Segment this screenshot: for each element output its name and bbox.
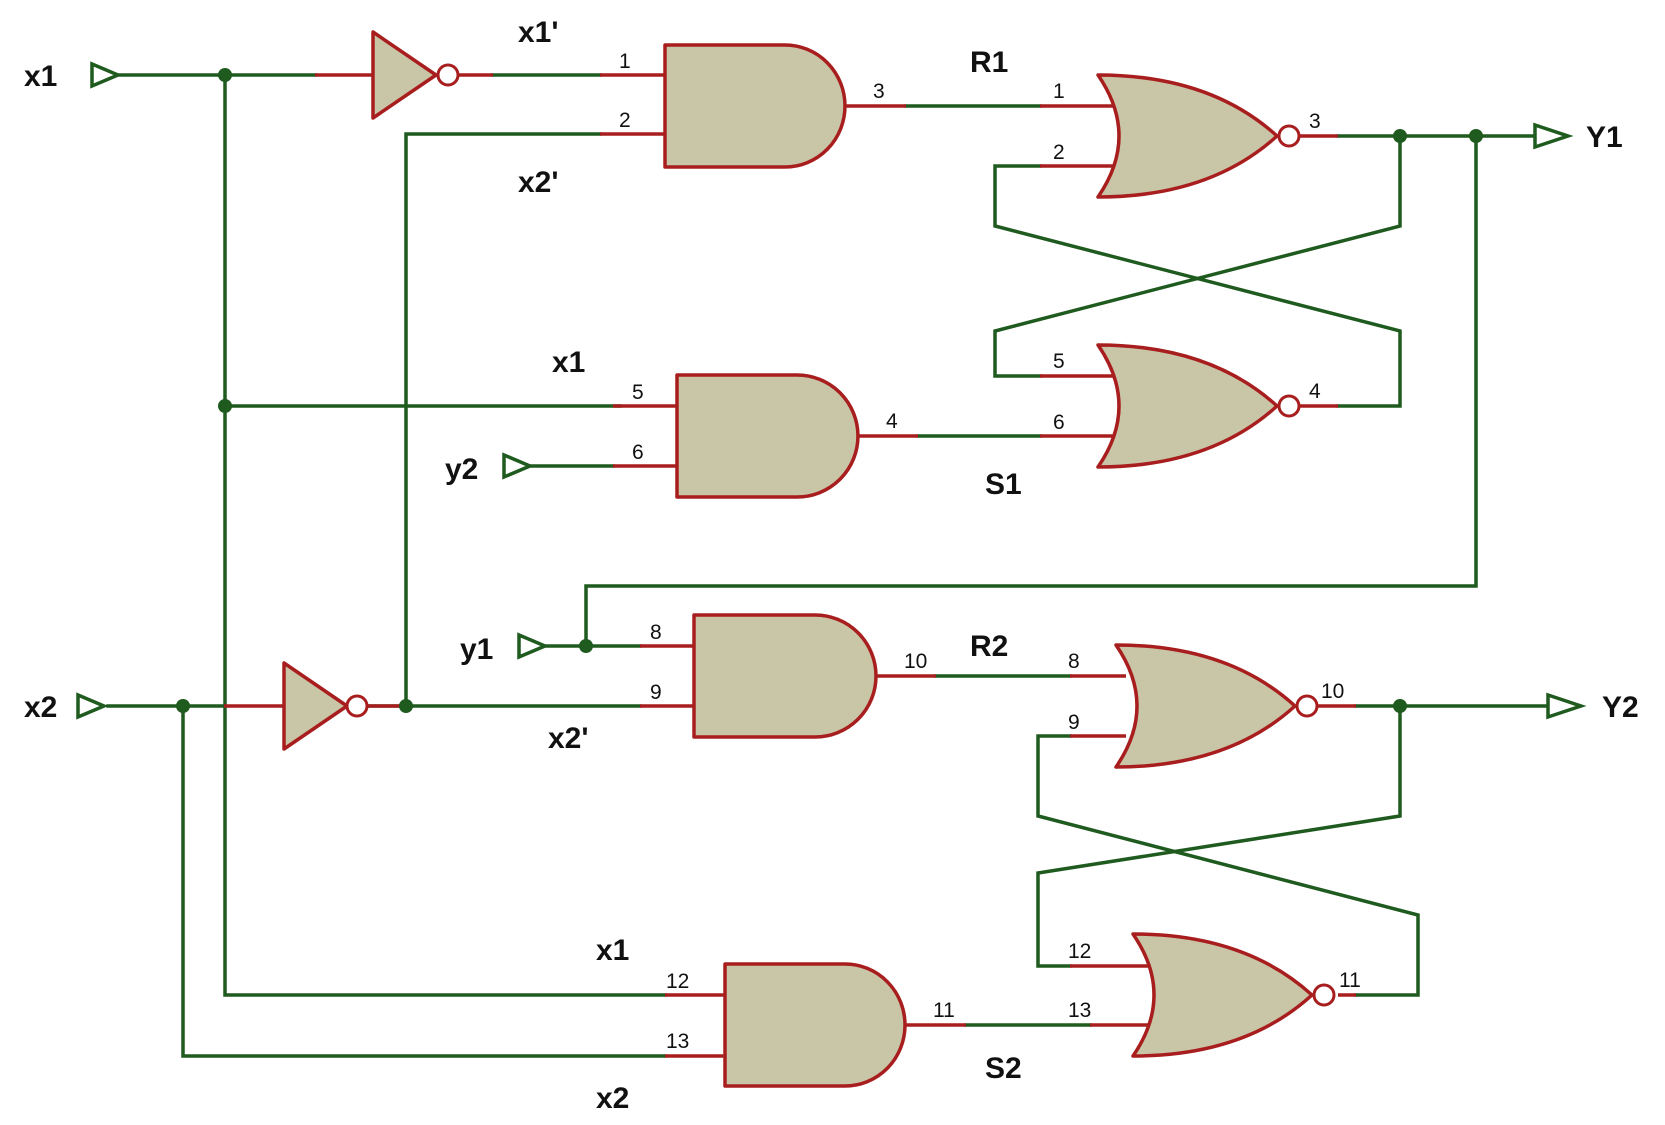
nor-gate-1	[1096, 73, 1301, 199]
wire-nor4-feedback	[1036, 734, 1420, 997]
label-S2: S2	[985, 1052, 1022, 1085]
label-x2-input: x2	[24, 691, 57, 724]
pin-nor1	[1040, 104, 1338, 168]
label-Y1-output: Y1	[1586, 121, 1623, 154]
wire-y1-feedback	[584, 134, 1478, 648]
pin-number: 1	[619, 50, 631, 73]
terminal-x1	[90, 61, 123, 89]
and-gate-2	[675, 373, 860, 499]
pin-number: 3	[873, 80, 885, 103]
pin-number: 11	[1339, 969, 1361, 992]
wire-nor2-feedback	[993, 164, 1402, 408]
not-gate-1	[371, 30, 460, 120]
label-R1: R1	[970, 46, 1008, 79]
pin-number: 10	[904, 650, 927, 673]
terminal-Y1	[1533, 122, 1574, 150]
pin-number: 11	[933, 999, 955, 1022]
terminal-Y2	[1546, 692, 1587, 720]
and-gate-3	[692, 613, 878, 739]
pin-number: 12	[1068, 940, 1091, 963]
pin-number: 12	[666, 970, 689, 993]
pin-numbers: 1 2 3 1 2 3 5 6 4 5 6 4 8 9 10 8 9 10 12…	[619, 50, 1361, 1053]
nor-gate-2	[1096, 343, 1301, 469]
wire-x2not-vertical	[404, 132, 602, 708]
label-x1-bottom: x1	[596, 934, 629, 967]
pin-number: 4	[886, 410, 898, 433]
pin-number: 1	[1053, 80, 1065, 103]
pin-and3	[640, 644, 936, 708]
label-x2-not-top: x2'	[518, 166, 559, 199]
pin-nor2	[1040, 374, 1338, 438]
wires	[106, 73, 1550, 1058]
and-gate-1	[663, 43, 847, 169]
pin-number: 13	[1068, 999, 1091, 1022]
pin-number: 6	[1053, 411, 1065, 434]
wire-nor3-feedback	[1036, 704, 1402, 968]
pin-and4	[665, 993, 966, 1058]
label-x2-bottom: x2	[596, 1082, 629, 1115]
pin-number: 8	[1068, 650, 1080, 673]
pin-number: 2	[1053, 141, 1065, 164]
pin-number: 10	[1321, 680, 1344, 703]
not-gate-2	[282, 661, 369, 751]
and-gate-4	[723, 962, 907, 1088]
pin-number: 5	[1053, 350, 1065, 373]
pin-number: 5	[632, 381, 644, 404]
pin-and2	[613, 404, 918, 468]
wire-x1-vertical	[223, 73, 667, 997]
label-Y2-output: Y2	[1602, 691, 1639, 724]
junctions	[176, 68, 1483, 713]
label-x1-input: x1	[24, 60, 57, 93]
pin-stubs	[224, 73, 1356, 1058]
terminal-y1	[517, 632, 550, 660]
label-y1-input: y1	[460, 633, 493, 666]
pin-nor4	[1070, 964, 1356, 1027]
wire-nor1-feedback	[993, 134, 1402, 378]
nor-gate-3	[1114, 643, 1319, 769]
label-x1-mid: x1	[552, 346, 585, 379]
pin-number: 8	[650, 621, 662, 644]
label-x2-not-bottom: x2'	[548, 722, 589, 755]
label-R2: R2	[970, 630, 1008, 663]
label-S1: S1	[985, 468, 1022, 501]
label-x1-not: x1'	[518, 16, 559, 49]
pin-nor3	[1070, 674, 1356, 738]
pin-number: 4	[1309, 380, 1321, 403]
pin-number: 13	[666, 1030, 689, 1053]
pin-number: 9	[650, 681, 662, 704]
pin-number: 6	[632, 441, 644, 464]
pin-number: 9	[1068, 711, 1080, 734]
pin-and1	[600, 73, 906, 136]
wire-x2-vertical	[181, 704, 667, 1058]
nor-gate-4	[1131, 932, 1336, 1058]
terminal-y2	[502, 452, 535, 480]
pin-number: 3	[1309, 110, 1321, 133]
label-y2-input: y2	[445, 453, 478, 486]
pin-number: 2	[619, 109, 631, 132]
terminal-x2	[76, 692, 109, 720]
